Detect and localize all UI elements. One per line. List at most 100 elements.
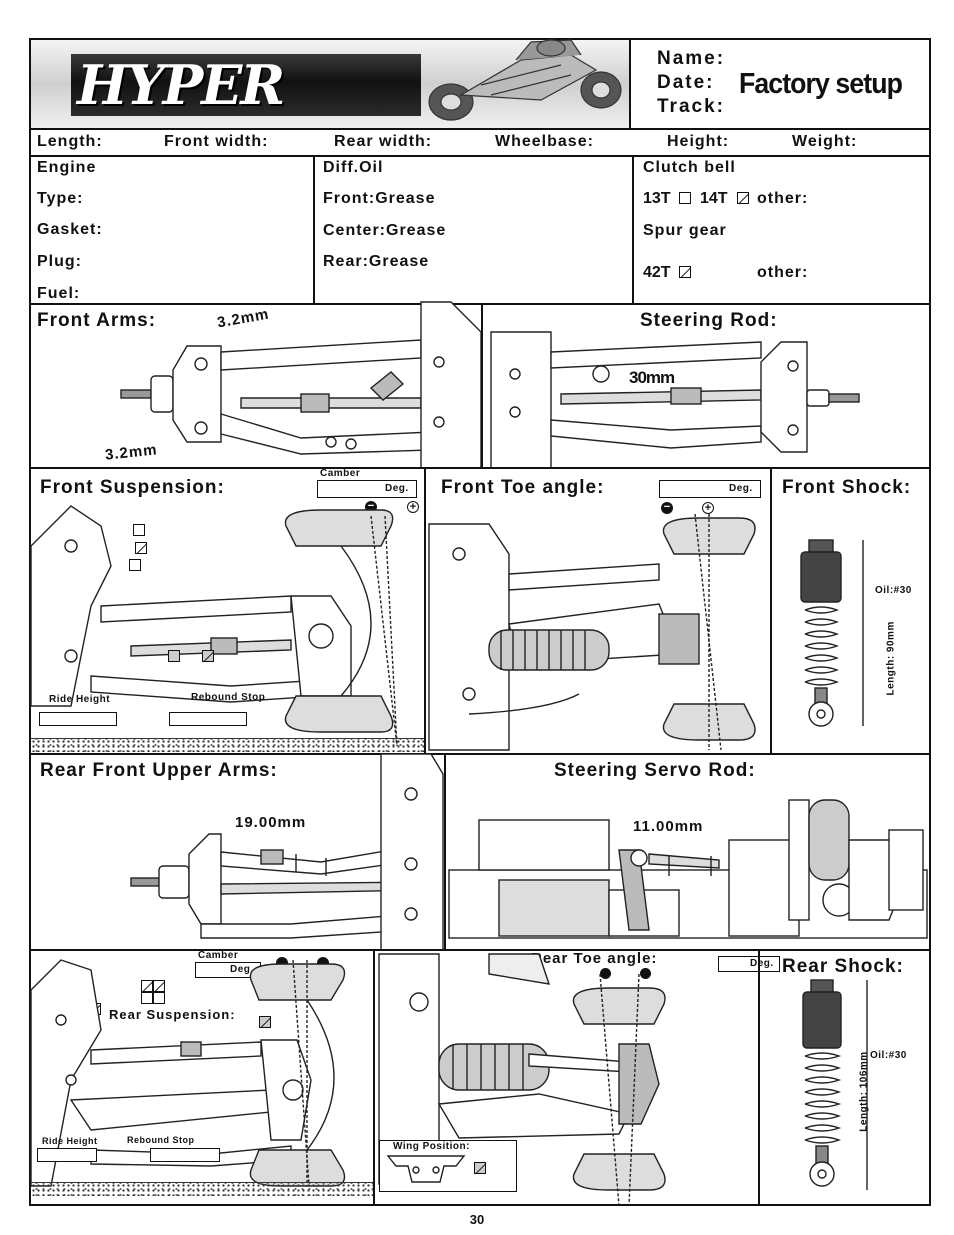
steering-servo-drawing — [448, 799, 928, 939]
rear-upper-arms-title: Rear Front Upper Arms: — [40, 760, 278, 781]
clutch-13t-checkbox[interactable] — [679, 192, 691, 204]
rear-camber-deg: Deg. — [230, 964, 254, 975]
rear-toe-title: Rear Toe angle: — [531, 950, 658, 967]
front-camber-label: Camber — [320, 468, 361, 479]
engine-title: Engine — [37, 159, 97, 176]
front-shock-title: Front Shock: — [782, 477, 912, 498]
rear-ride-height-label: Ride Height — [42, 1136, 98, 1146]
divider — [770, 467, 772, 753]
diff-front-label: Front:Grease — [323, 190, 436, 207]
front-arms-title: Front Arms: — [37, 310, 157, 331]
rear-toe-field[interactable] — [718, 956, 780, 972]
divider — [31, 467, 929, 469]
rear-toe-deg: Deg. — [750, 958, 774, 969]
divider — [313, 155, 315, 303]
rear-susp-hole-2[interactable] — [153, 980, 165, 992]
rear-upper-arms-drawing — [130, 753, 444, 951]
spur-42t-label: 42T — [643, 264, 671, 281]
weight-label: Weight: — [792, 133, 858, 150]
name-label: Name: — [657, 48, 726, 69]
rear-suspension-title: Rear Suspension: — [109, 1007, 236, 1022]
divider — [31, 128, 929, 130]
front-toe-title: Front Toe angle: — [441, 477, 605, 498]
plus-icon: + — [702, 502, 714, 514]
height-label: Height: — [667, 133, 730, 150]
factory-setup-title: Factory setup — [739, 68, 903, 100]
rear-susp-hole-6[interactable] — [259, 1016, 271, 1028]
engine-gasket-label: Gasket: — [37, 221, 103, 238]
engine-plug-label: Plug: — [37, 253, 82, 270]
steering-servo-rod-title: Steering Servo Rod: — [554, 760, 756, 781]
rear-camber-label: Camber — [198, 950, 239, 961]
rear-shock-title: Rear Shock: — [782, 956, 904, 977]
diff-rear-label: Rear:Grease — [323, 253, 430, 270]
rear-susp-hole-3[interactable] — [141, 992, 153, 1004]
logo-plate — [71, 54, 421, 116]
wheelbase-label: Wheelbase: — [495, 133, 594, 150]
diff-center-label: Center:Grease — [323, 222, 447, 239]
front-camber-deg: Deg. — [385, 483, 409, 494]
plus-icon: + — [407, 501, 419, 513]
plus-icon — [640, 968, 651, 979]
spur-other-label: other: — [757, 264, 809, 281]
rear-rebound-stop-field[interactable] — [150, 1148, 220, 1162]
rear-shock-drawing — [802, 979, 868, 1190]
spur-gear-title: Spur gear — [643, 222, 727, 239]
rear-shock-oil: Oil:#30 — [870, 1050, 907, 1061]
front-toe-deg: Deg. — [729, 483, 753, 494]
page-number: 30 — [469, 1212, 485, 1227]
wing-position-checkbox[interactable] — [474, 1162, 486, 1174]
divider — [31, 949, 929, 951]
front-shock-length: Length: 90mm — [885, 621, 897, 696]
ground-texture — [31, 738, 424, 752]
front-ride-height-label: Ride Height — [49, 694, 111, 705]
divider — [373, 949, 375, 1206]
header-divider — [629, 40, 631, 128]
rear-upper-arms-dim: 19.00mm — [235, 814, 307, 831]
spur-42t-checkbox[interactable] — [679, 266, 691, 278]
divider — [31, 753, 929, 755]
divider — [31, 303, 929, 305]
front-camber-field[interactable] — [317, 480, 417, 498]
clutch-14t-checkbox[interactable] — [737, 192, 749, 204]
front-suspension-title: Front Suspension: — [40, 477, 225, 498]
divider — [424, 467, 426, 753]
clutch-13t-label: 13T — [643, 190, 671, 207]
setup-sheet: HYPER Name: Date: Track: Factory setup L… — [29, 38, 931, 1207]
date-label: Date: — [657, 72, 715, 93]
clutch-14t-label: 14T — [700, 190, 728, 207]
length-label: Length: — [37, 133, 103, 150]
rear-ride-height-field[interactable] — [37, 1148, 97, 1162]
front-ride-height-field[interactable] — [39, 712, 117, 726]
front-susp-hole-2[interactable] — [135, 542, 147, 554]
divider — [31, 155, 929, 157]
steering-rod-title: Steering Rod: — [640, 310, 778, 331]
steering-rod-drawing — [490, 331, 860, 469]
divider — [444, 753, 446, 949]
front-toe-field[interactable] — [659, 480, 761, 498]
divider — [632, 155, 634, 303]
clutch-bell-title: Clutch bell — [643, 159, 736, 176]
front-susp-ride-marker[interactable] — [168, 650, 180, 662]
front-shock-drawing — [800, 539, 864, 727]
logo-text: HYPER — [77, 53, 285, 117]
front-shock-oil: Oil:#30 — [875, 585, 912, 596]
steering-rod-dim: 30mm — [629, 368, 675, 387]
ground-texture — [31, 1182, 373, 1196]
steering-servo-rod-dim: 11.00mm — [633, 818, 704, 835]
rear-susp-hole-4[interactable] — [153, 992, 165, 1004]
engine-type-label: Type: — [37, 190, 84, 207]
diff-oil-title: Diff.Oil — [323, 159, 384, 176]
rear-suspension-drawing — [30, 959, 346, 1187]
front-susp-hole-3[interactable] — [129, 559, 141, 571]
front-susp-rebound-marker[interactable] — [202, 650, 214, 662]
rear-rebound-stop-label: Rebound Stop — [127, 1135, 195, 1145]
track-label: Track: — [657, 96, 725, 117]
rear-width-label: Rear width: — [334, 133, 433, 150]
wing-mount-drawing — [386, 1155, 466, 1183]
front-susp-hole-1[interactable] — [133, 524, 145, 536]
clutch-other-label: other: — [757, 190, 809, 207]
front-rebound-stop-field[interactable] — [169, 712, 247, 726]
rear-toe-drawing — [378, 953, 666, 1207]
divider — [481, 303, 483, 467]
